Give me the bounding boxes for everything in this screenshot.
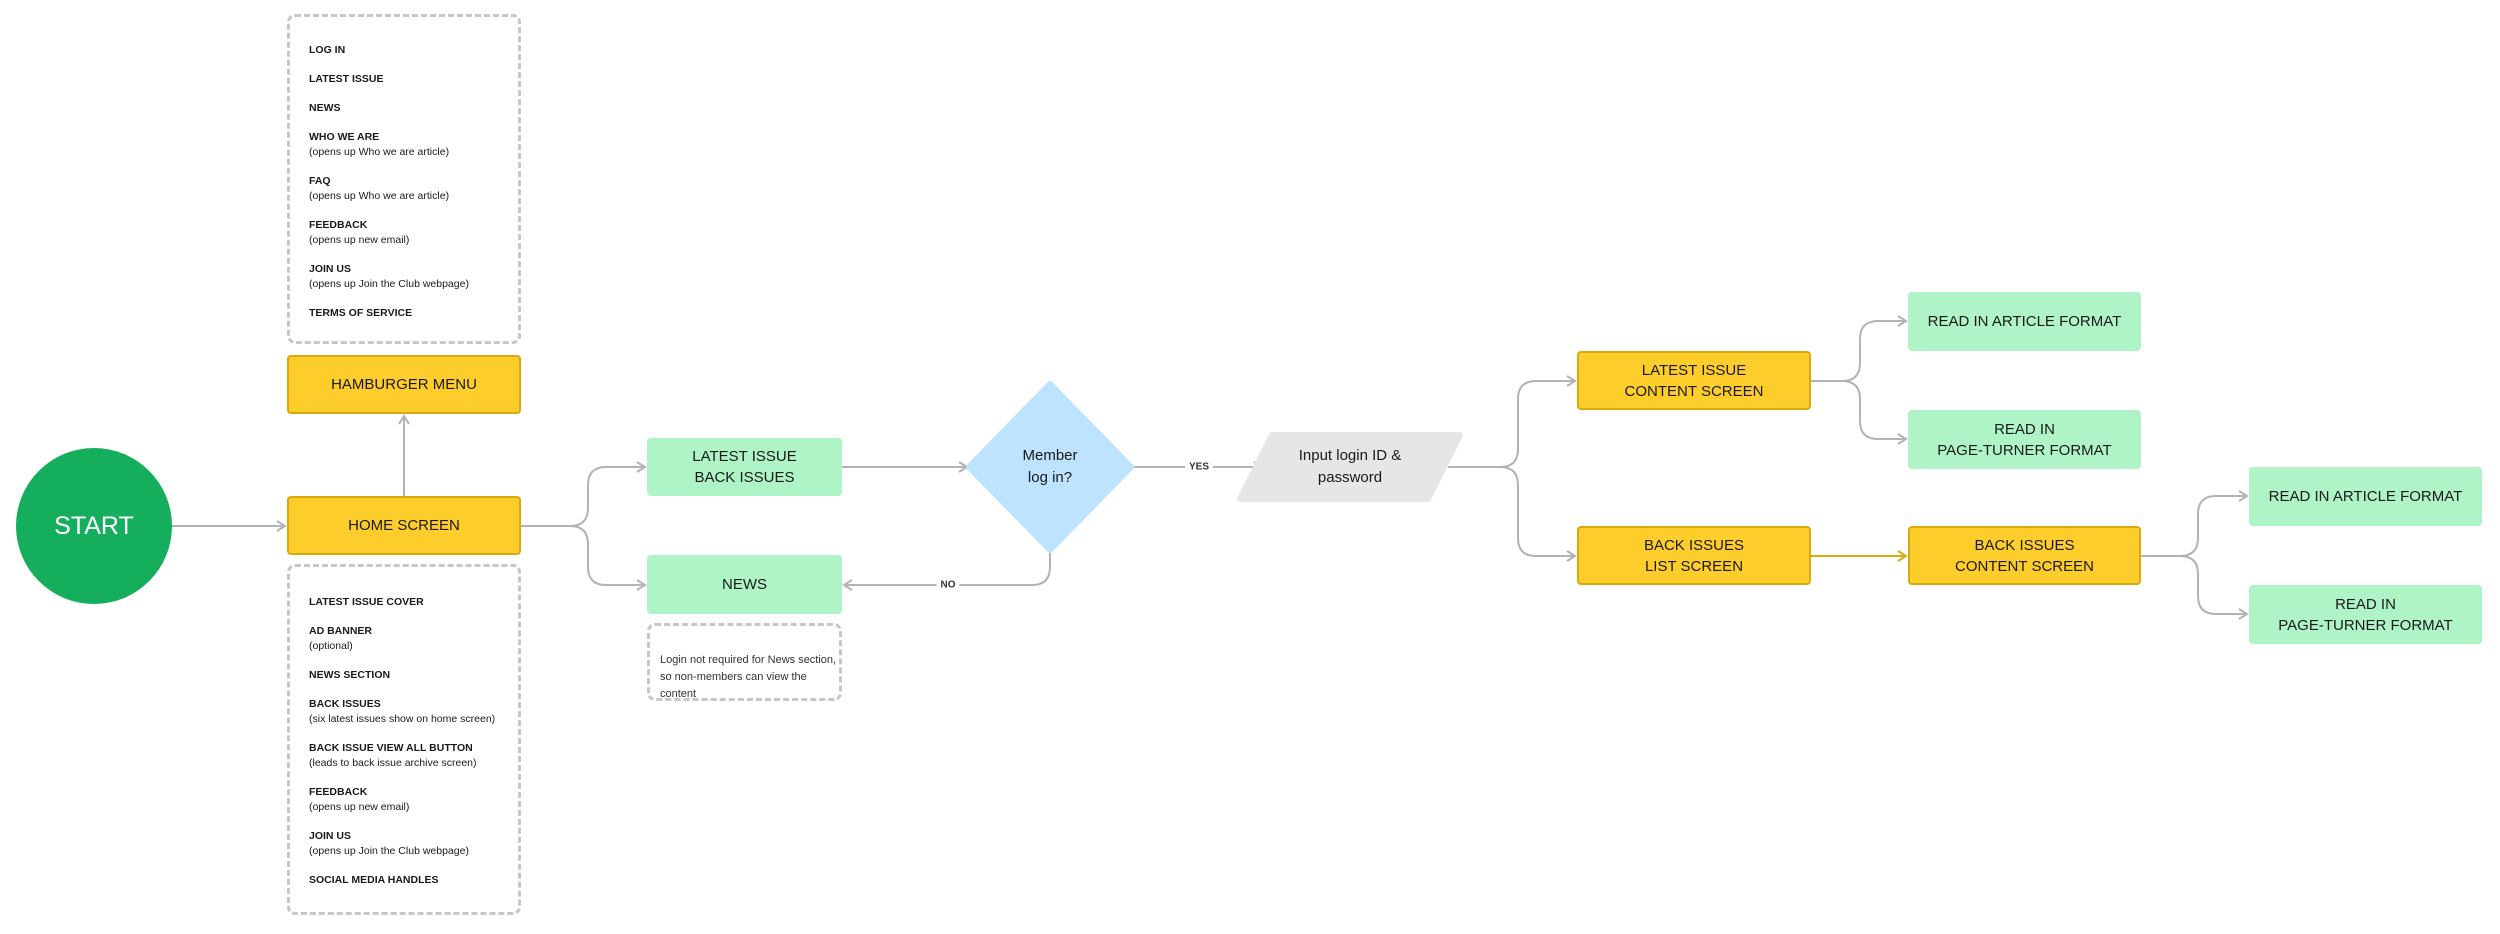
list-item: NEWS [309,101,518,116]
list-item-title: FEEDBACK [309,219,368,231]
list-item: BACK ISSUE VIEW ALL BUTTON (leads to back… [309,741,518,771]
home-screen-items: LATEST ISSUE COVER AD BANNER (optional) NEW… [287,564,521,915]
list-item-note: (opens up Who we are article) [309,190,450,202]
list-item: TERMS OF SERVICE [309,306,518,321]
list-item: JOIN US (opens up Join the Club webpage) [309,262,518,292]
list-item-note: (opens up Join the Club webpage) [309,278,469,290]
list-item: JOIN US (opens up Join the Club webpage) [309,829,518,859]
list-item-note: (six latest issues show on home screen) [309,713,496,725]
list-item-title: FEEDBACK [309,786,368,798]
connector-home-news [569,525,647,591]
list-item: FAQ (opens up Who we are article) [309,174,518,204]
list-item-note: (opens up Who we are article) [309,146,450,158]
read-page-turner-format-1[interactable]: READ IN PAGE-TURNER FORMAT [1908,410,2141,469]
list-item-note: (opens up new email) [309,234,410,246]
list-item-title: LATEST ISSUE COVER [309,596,424,608]
list-item-title: JOIN US [309,263,352,275]
connector-decision-news [842,520,1051,591]
list-item-note: (opens up Join the Club webpage) [309,845,469,857]
login-input-label: Input login ID & password [1298,447,1402,486]
list-item: FEEDBACK (opens up new email) [309,218,518,248]
list-item: LATEST ISSUE [309,72,518,87]
input-parallelogram [1237,432,1463,502]
decision-diamond [966,381,1134,553]
list-item: FEEDBACK (opens up new email) [309,785,518,815]
connector-input-branch [1448,375,1577,468]
back-issues-list-node[interactable]: BACK ISSUES LIST SCREEN [1577,526,1811,585]
list-item-title: BACK ISSUES [309,698,381,710]
list-item-title: NEWS [309,102,341,114]
list-item-title: FAQ [309,175,331,187]
connector-latest-content-read [1811,315,1908,382]
read-page-turner-format-2[interactable]: READ IN PAGE-TURNER FORMAT [2249,585,2482,644]
list-item-title: AD BANNER [309,625,372,637]
start-node[interactable]: START [16,448,172,604]
news-note: Login not required for News section, so … [647,623,842,701]
hamburger-menu-node[interactable]: HAMBURGER MENU [287,355,521,414]
connector-back-content-read [2141,490,2249,557]
list-item-title: LOG IN [309,44,346,56]
list-item-note: (leads to back issue archive screen) [309,757,477,769]
hamburger-menu-items: LOG IN LATEST ISSUE NEWS WHO WE ARE (opens u… [287,14,521,344]
list-item: NEWS SECTION [309,668,518,683]
list-item-note: (optional) [309,640,353,652]
list-item: LOG IN [309,43,518,58]
back-issues-content-node[interactable]: BACK ISSUES CONTENT SCREEN [1908,526,2141,585]
list-item-title: BACK ISSUE VIEW ALL BUTTON [309,742,473,754]
latest-back-issues-node[interactable]: LATEST ISSUE BACK ISSUES [647,438,842,496]
list-item: AD BANNER (optional) [309,624,518,654]
list-item-title: SOCIAL MEDIA HANDLES [309,874,439,886]
list-item-title: TERMS OF SERVICE [309,307,413,319]
list-item: BACK ISSUES (six latest issues show on ho… [309,697,518,727]
list-item-note: (opens up new email) [309,801,410,813]
list-item: WHO WE ARE (opens up Who we are article) [309,130,518,160]
list-item-title: WHO WE ARE [309,131,380,143]
list-item: LATEST ISSUE COVER [309,595,518,610]
read-article-format-1[interactable]: READ IN ARTICLE FORMAT [1908,292,2141,351]
home-screen-node[interactable]: HOME SCREEN [287,496,521,555]
read-article-format-2[interactable]: READ IN ARTICLE FORMAT [2249,467,2482,526]
yes-label: YES [1184,461,1214,473]
no-label: NO [936,579,960,591]
connector-home-latest [521,461,647,527]
latest-issue-content-node[interactable]: LATEST ISSUE CONTENT SCREEN [1577,351,1811,410]
list-item-title: JOIN US [309,830,352,842]
list-item-title: LATEST ISSUE [309,73,384,85]
list-item-title: NEWS SECTION [309,669,391,681]
decision-label: Member log in? [1022,447,1078,486]
list-item: SOCIAL MEDIA HANDLES [309,873,518,888]
news-node[interactable]: NEWS [647,555,842,614]
